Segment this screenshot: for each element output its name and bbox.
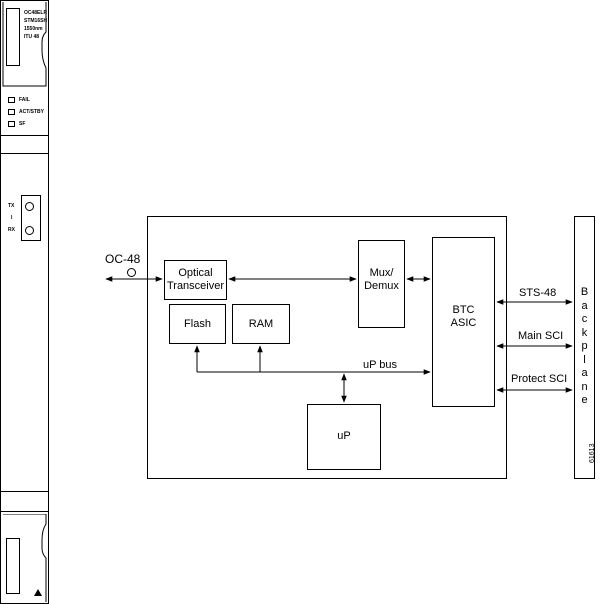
rx-port-label: RX (8, 227, 15, 233)
rx-port-icon[interactable] (25, 226, 34, 235)
faceplate-divider-2 (0, 153, 49, 154)
led-sf-label: SF (19, 121, 26, 127)
protect-sci-label: Protect SCI (511, 373, 568, 385)
backplane-letter: l (583, 353, 586, 366)
optical-transceiver-line-2: Transceiver (166, 280, 225, 292)
ram-block (232, 304, 290, 344)
up-bus-label: uP bus (363, 359, 398, 371)
bottom-ejector-slot (6, 538, 20, 594)
latch-triangle-icon[interactable] (34, 589, 42, 596)
flash-label: Flash (184, 318, 211, 330)
main-sci-label: Main SCI (518, 330, 564, 342)
tx-port-icon[interactable] (25, 202, 34, 211)
backplane-letter: B (580, 286, 589, 298)
mux-demux-line-1: Mux/ (369, 267, 394, 279)
faceplate-divider-3 (0, 491, 49, 492)
bottom-ejector (2, 514, 47, 602)
backplane-letter: p (581, 340, 588, 352)
faceplate-divider-4 (0, 511, 49, 512)
tx-port-label: TX (8, 203, 15, 209)
flash-block (169, 304, 226, 344)
led-fail-icon (8, 97, 15, 103)
up-label: uP (337, 430, 351, 442)
backplane-label: B a c k p l a n e (574, 286, 595, 408)
led-act-stby-icon (8, 109, 15, 115)
card-name-line-4: ITU 48 (24, 34, 40, 40)
backplane-letter: e (581, 394, 588, 406)
optical-transceiver-line-1: Optical (178, 267, 213, 279)
mux-demux-line-2: Demux (364, 280, 399, 292)
led-act-stby-label: ACT/STBY (19, 109, 44, 115)
led-sf-icon (8, 121, 15, 127)
backplane-block (574, 216, 595, 479)
optical-transceiver-block (164, 260, 227, 300)
top-ejector-slot (6, 8, 20, 66)
btc-asic-line-1: BTC (452, 304, 475, 316)
backplane-letter: a (581, 367, 588, 379)
backplane-letter: c (581, 313, 588, 325)
sts48-label: STS-48 (519, 287, 557, 299)
port-separator-label: I (11, 215, 13, 221)
top-ejector-outline (2, 2, 47, 87)
ram-label: RAM (248, 318, 274, 330)
up-block (307, 404, 381, 470)
card-name-line-2: STM16SH (24, 18, 48, 24)
card-name-line-1: OC48ELR (24, 10, 48, 16)
mux-demux-block (358, 240, 405, 328)
faceplate-divider-1 (0, 135, 49, 136)
bottom-ejector-outline (3, 514, 47, 602)
btc-asic-line-2: ASIC (450, 317, 477, 329)
backplane-letter: n (581, 380, 588, 393)
oc48-input-label: OC-48 (105, 252, 141, 266)
backplane-letter: a (581, 299, 588, 312)
backplane-letter: k (581, 326, 588, 339)
card-name-line-3: 1550nm (24, 26, 43, 32)
btc-asic-block (432, 237, 495, 407)
top-ejector (2, 2, 47, 88)
led-fail-label: FAIL (19, 97, 30, 103)
